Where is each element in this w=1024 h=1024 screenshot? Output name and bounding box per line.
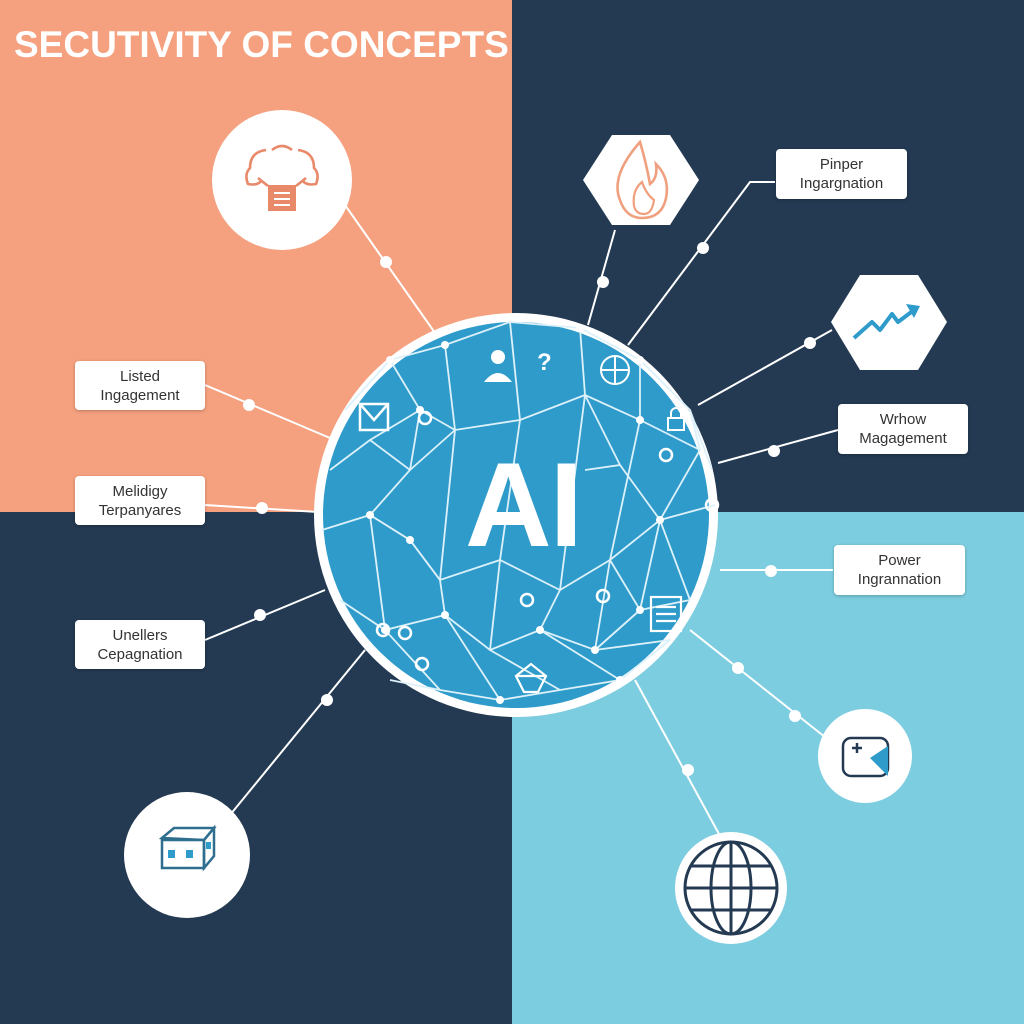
label-line: Ingagement [100, 386, 180, 404]
cube-icon [124, 792, 250, 918]
ai-hub-label: AI [465, 438, 583, 572]
connector-dots [243, 242, 816, 776]
label-listed-ingagement: Listed Ingagement [75, 361, 205, 410]
mesh-nodes [366, 324, 664, 704]
ai-hub: ? [314, 313, 720, 717]
label-line: Pinper [819, 156, 864, 173]
user-icon [484, 350, 512, 382]
label-line: Wrhow [879, 411, 927, 428]
label-melidigy-terpanyares: Melidigy Terpanyares [75, 476, 205, 525]
label-line: Cepagnation [97, 645, 183, 663]
globe-icon [675, 832, 787, 944]
flame-icon [583, 135, 699, 225]
label-line: Ingrannation [857, 571, 942, 588]
label-line: Listed [119, 367, 161, 385]
network-mesh [321, 321, 716, 701]
box-icon [514, 662, 548, 694]
trend-arrow-icon [831, 275, 947, 370]
label-line: Ingargnation [799, 175, 884, 192]
question-icon: ? [537, 349, 552, 376]
label-power-ingrannation: Power Ingrannation [834, 545, 965, 595]
label-line: Melidigy [112, 482, 168, 500]
document-icon [649, 595, 683, 633]
lock-icon [667, 407, 685, 431]
label-unellers-cepagnation: Unellers Cepagnation [75, 620, 205, 669]
brain-document-icon [212, 110, 352, 250]
mesh-hollow-nodes [375, 410, 720, 672]
label-line: Terpanyares [98, 501, 182, 519]
label-line: Magagement [859, 430, 947, 447]
page-title: SECUTIVITY OF CONCEPTS [14, 24, 509, 65]
label-line: Power [878, 552, 921, 569]
label-line: Unellers [112, 626, 168, 644]
chart-plus-icon [818, 709, 912, 803]
label-pinper-ingargnation: Pinper Ingargnation [776, 149, 907, 199]
mail-icon [358, 402, 390, 432]
compass-icon [600, 355, 630, 385]
label-wrhow-magagement: Wrhow Magagement [838, 404, 968, 454]
